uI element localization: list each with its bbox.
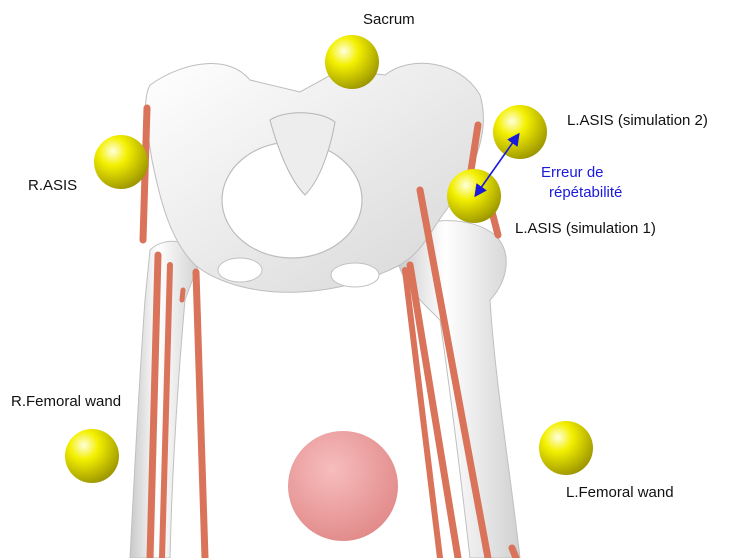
label-error-line1: Erreur de xyxy=(541,164,604,182)
muscle xyxy=(512,548,516,558)
label-l-femoral-wand: L.Femoral wand xyxy=(566,484,674,502)
label-sacrum: Sacrum xyxy=(363,11,415,29)
label-l-asis-sim2: L.ASIS (simulation 2) xyxy=(567,112,708,130)
label-error-line2: répétabilité xyxy=(549,184,622,202)
sacrum-marker xyxy=(325,35,379,89)
muscle xyxy=(196,272,205,558)
right-obturator xyxy=(218,258,262,282)
r-asis-marker xyxy=(94,135,148,189)
r-femoral-wand-marker xyxy=(65,429,119,483)
label-l-asis-sim1: L.ASIS (simulation 1) xyxy=(515,220,656,238)
l-asis-sim2-marker xyxy=(493,105,547,159)
muscle xyxy=(182,290,183,300)
label-r-femoral-wand: R.Femoral wand xyxy=(11,393,121,411)
center-sphere xyxy=(288,431,398,541)
left-obturator xyxy=(331,263,379,287)
l-femoral-wand-marker xyxy=(539,421,593,475)
label-r-asis: R.ASIS xyxy=(28,177,77,195)
l-asis-sim1-marker xyxy=(447,169,501,223)
